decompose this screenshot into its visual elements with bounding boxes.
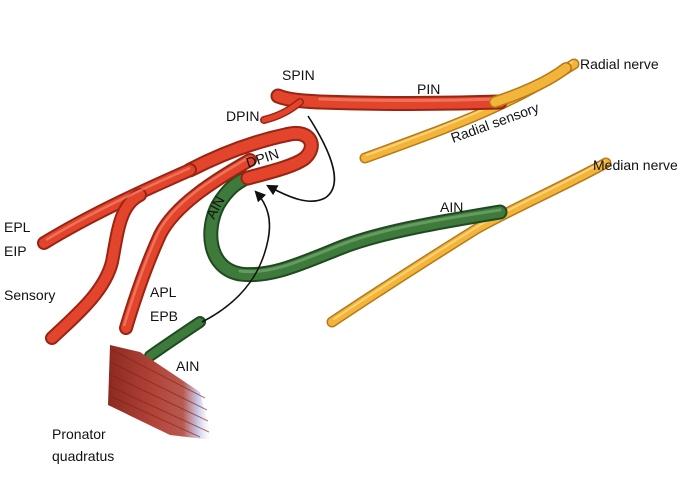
label-quadratus: quadratus (52, 448, 114, 464)
transfer-arrows (201, 115, 336, 323)
label-epb: EPB (150, 308, 178, 324)
label-epl: EPL (4, 219, 31, 235)
radial-nerve-pin (260, 62, 572, 124)
label-median-nerve: Median nerve (593, 157, 678, 173)
label-ain-median: AIN (440, 199, 463, 215)
recipient-dpin-branches (37, 125, 319, 345)
diagram-labels: Radial nerve PIN SPIN DPIN DPIN Radial s… (4, 56, 678, 464)
label-spin: SPIN (282, 67, 315, 83)
ain-nerve (144, 170, 508, 362)
label-apl: APL (150, 284, 177, 300)
pronator-quadratus-muscle (108, 345, 212, 440)
label-dpin-top: DPIN (226, 108, 259, 124)
label-pronator: Pronator (52, 426, 106, 442)
label-radial-nerve: Radial nerve (580, 56, 659, 72)
label-pin: PIN (417, 81, 440, 97)
label-ain-muscle: AIN (176, 358, 199, 374)
label-sensory: Sensory (4, 287, 55, 303)
median-nerve (326, 157, 612, 328)
label-eip: EIP (4, 243, 27, 259)
